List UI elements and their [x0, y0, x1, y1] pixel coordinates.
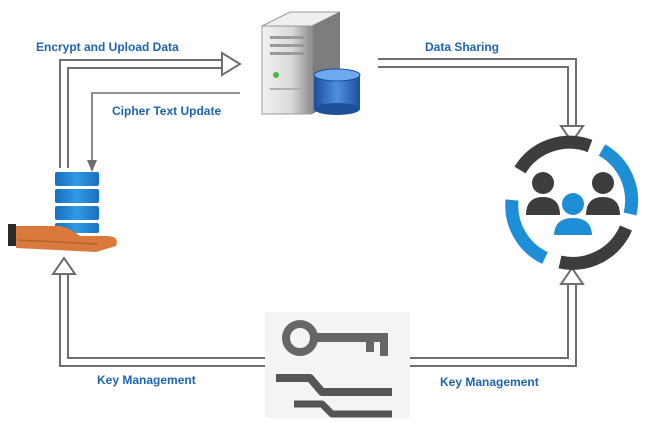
key-management-left-label: Key Management	[97, 373, 196, 387]
cipher-update-arrow	[87, 92, 240, 172]
data-owner-hand-icon	[8, 172, 117, 252]
encrypt-upload-arrow	[59, 51, 242, 168]
key-management-right-arrow	[410, 266, 585, 367]
key-handover-icon	[265, 312, 410, 418]
user-group-icon	[505, 135, 639, 270]
data-sharing-label: Data Sharing	[425, 40, 500, 54]
cloud-server-database-icon	[261, 11, 361, 115]
cipher-update-label: Cipher Text Update	[112, 104, 222, 118]
key-management-left-arrow	[51, 256, 268, 367]
key-management-right-label: Key Management	[440, 375, 539, 389]
encrypt-upload-label: Encrypt and Upload Data	[36, 40, 179, 54]
data-sharing-arrow	[378, 58, 585, 144]
